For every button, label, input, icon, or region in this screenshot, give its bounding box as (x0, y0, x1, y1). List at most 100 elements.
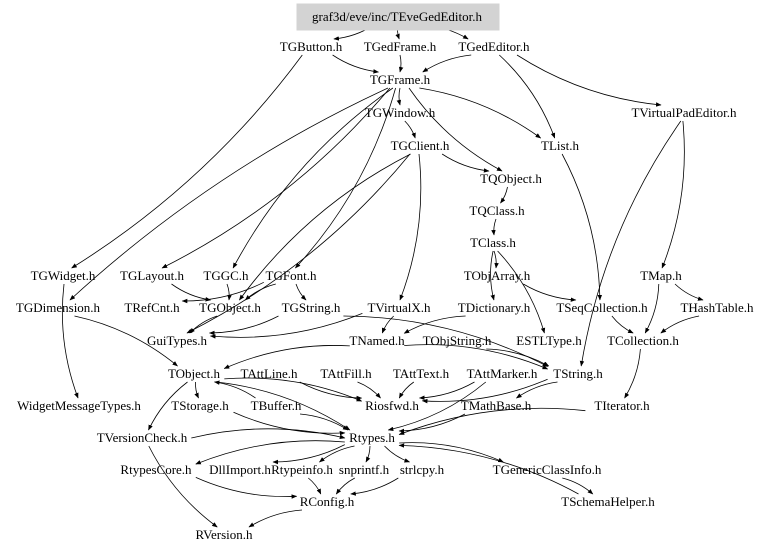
graph-node-tcollection[interactable]: TCollection.h (607, 333, 679, 348)
graph-node-tstring[interactable]: TString.h (553, 366, 603, 381)
node-label: TNamed.h (349, 333, 405, 348)
node-label: ESTLType.h (516, 333, 582, 348)
node-label: TGString.h (282, 300, 341, 315)
graph-node-tobjarray[interactable]: TObjArray.h (464, 268, 531, 283)
graph-node-rtypes[interactable]: Rtypes.h (349, 430, 395, 445)
edge-tbuffer-to-rtypes (299, 413, 349, 431)
graph-node-tattmarker[interactable]: TAttMarker.h (467, 366, 538, 381)
edge-tgenericclassinfo-to-tschemahelper (562, 477, 594, 495)
edge-thashtable-to-tcollection (660, 315, 700, 334)
graph-node-tmap[interactable]: TMap.h (640, 268, 682, 283)
graph-node-tversioncheck[interactable]: TVersionCheck.h (97, 430, 188, 445)
graph-node-tatttext[interactable]: TAttText.h (393, 366, 450, 381)
graph-node-tnamed[interactable]: TNamed.h (349, 333, 405, 348)
node-label: TSchemaHelper.h (561, 494, 655, 509)
node-label: TBuffer.h (251, 398, 302, 413)
edges-layer (61, 24, 704, 528)
node-label: TMathBase.h (461, 398, 532, 413)
edge-strlcpy-to-rconfig (350, 477, 399, 496)
edge-tvirtualx-to-guitypes (209, 313, 363, 339)
graph-node-tgfont[interactable]: TGFont.h (266, 268, 317, 283)
edge-tgframe-to-tggc (232, 87, 394, 269)
graph-node-rtypescore[interactable]: RtypesCore.h (120, 462, 192, 477)
edge-tclass-to-estltype (497, 250, 546, 334)
graph-node-tgwidget[interactable]: TGWidget.h (31, 268, 96, 283)
graph-node-tgclient[interactable]: TGClient.h (391, 138, 450, 153)
edge-tnamed-to-tobject (223, 345, 350, 369)
node-label: TGedFrame.h (364, 39, 437, 54)
node-label: snprintf.h (339, 462, 390, 477)
edge-tbuffer-to-tobject (213, 380, 256, 399)
graph-node-tmathbase[interactable]: TMathBase.h (461, 398, 532, 413)
graph-node-riosfwd[interactable]: Riosfwd.h (365, 398, 419, 413)
node-label: TGObject.h (199, 300, 261, 315)
graph-node-tclass[interactable]: TClass.h (470, 235, 516, 250)
graph-node-tbuffer[interactable]: TBuffer.h (251, 398, 302, 413)
graph-node-rversion[interactable]: RVersion.h (195, 527, 253, 542)
graph-node-rtypeinfo[interactable]: Rtypeinfo.h (271, 462, 333, 477)
graph-node-rconfig[interactable]: RConfig.h (300, 494, 355, 509)
edge-tgfont-to-tgstring (295, 283, 307, 301)
node-label: TGDimension.h (16, 300, 101, 315)
graph-node-guitypes[interactable]: GuiTypes.h (147, 333, 208, 348)
node-label: TGButton.h (280, 39, 343, 54)
graph-node-tlist[interactable]: TList.h (541, 138, 579, 153)
edge-tqclass-to-tclass (491, 218, 497, 236)
graph-node-tschemahelper[interactable]: TSchemaHelper.h (561, 494, 655, 509)
graph-node-tqclass[interactable]: TQClass.h (469, 203, 525, 218)
graph-node-trefcnt[interactable]: TRefCnt.h (124, 300, 180, 315)
graph-node-tattfill[interactable]: TAttFill.h (320, 366, 372, 381)
node-label: RVersion.h (195, 527, 253, 542)
graph-node-tvirtualx[interactable]: TVirtualX.h (367, 300, 431, 315)
graph-node-tglayout[interactable]: TGLayout.h (120, 268, 184, 283)
edge-tstring-to-tmathbase (516, 381, 558, 399)
edge-tgframe-to-tglayout (161, 87, 391, 269)
graph-node-tgenericclassinfo[interactable]: TGenericClassInfo.h (493, 462, 602, 477)
edge-tschemahelper-to-rtypes (398, 443, 579, 495)
node-label: TObjArray.h (464, 268, 531, 283)
graph-node-root[interactable]: graf3d/eve/inc/TEveGedEditor.h (296, 3, 500, 31)
node-label: TRefCnt.h (124, 300, 180, 315)
graph-node-tgedframe[interactable]: TGedFrame.h (364, 39, 437, 54)
graph-node-tqobject[interactable]: TQObject.h (480, 171, 542, 186)
graph-node-tgbutton[interactable]: TGButton.h (280, 39, 343, 54)
edge-tgclient-to-tqobject (441, 153, 490, 173)
graph-node-tgededitor[interactable]: TGedEditor.h (458, 39, 530, 54)
graph-node-tattline[interactable]: TAttLine.h (240, 366, 298, 381)
graph-node-titerator[interactable]: TIterator.h (594, 398, 650, 413)
graph-node-tgframe[interactable]: TGFrame.h (370, 72, 431, 87)
node-label: TGWindow.h (365, 105, 436, 120)
edge-tvirtualpadeditor-to-tstring (579, 120, 682, 367)
graph-node-estltype[interactable]: ESTLType.h (516, 333, 582, 348)
graph-node-tstorage[interactable]: TStorage.h (171, 398, 229, 413)
graph-node-tobjstring[interactable]: TObjString.h (423, 333, 492, 348)
root-node-box (296, 3, 500, 31)
graph-node-tgwindow[interactable]: TGWindow.h (365, 105, 436, 120)
graph-node-tdictionary[interactable]: TDictionary.h (458, 300, 531, 315)
graph-node-tgstring[interactable]: TGString.h (282, 300, 341, 315)
graph-node-dllimport[interactable]: DllImport.h (209, 462, 271, 477)
node-label: Rtypeinfo.h (271, 462, 333, 477)
edge-tobject-to-riosfwd (224, 377, 363, 402)
node-label: TClass.h (470, 235, 516, 250)
edge-tvirtualx-to-tnamed (381, 315, 394, 334)
edge-rtypes-to-strlcpy (384, 445, 411, 463)
graph-node-thashtable[interactable]: THashTable.h (680, 300, 754, 315)
graph-node-tobject[interactable]: TObject.h (168, 366, 221, 381)
graph-node-tgobject[interactable]: TGObject.h (199, 300, 261, 315)
edge-tgframe-to-tgfont (295, 87, 396, 269)
node-label: TGGC.h (203, 268, 249, 283)
edge-rtypes-to-snprintf (365, 445, 371, 463)
graph-node-snprintf[interactable]: snprintf.h (339, 462, 390, 477)
graph-node-strlcpy[interactable]: strlcpy.h (400, 462, 445, 477)
node-label: TAttText.h (393, 366, 450, 381)
edge-rconfig-to-rversion (248, 509, 303, 528)
graph-node-tvirtualpadeditor[interactable]: TVirtualPadEditor.h (631, 105, 737, 120)
graph-node-tggc[interactable]: TGGC.h (203, 268, 249, 283)
edge-tgclient-to-tgobject (239, 153, 411, 301)
edge-tlist-to-tseqcollection (561, 153, 603, 301)
node-label: TObjString.h (423, 333, 492, 348)
graph-node-widgetmessagetypes[interactable]: WidgetMessageTypes.h (17, 398, 141, 413)
graph-node-tgdimension[interactable]: TGDimension.h (16, 300, 101, 315)
graph-node-tseqcollection[interactable]: TSeqCollection.h (556, 300, 648, 315)
